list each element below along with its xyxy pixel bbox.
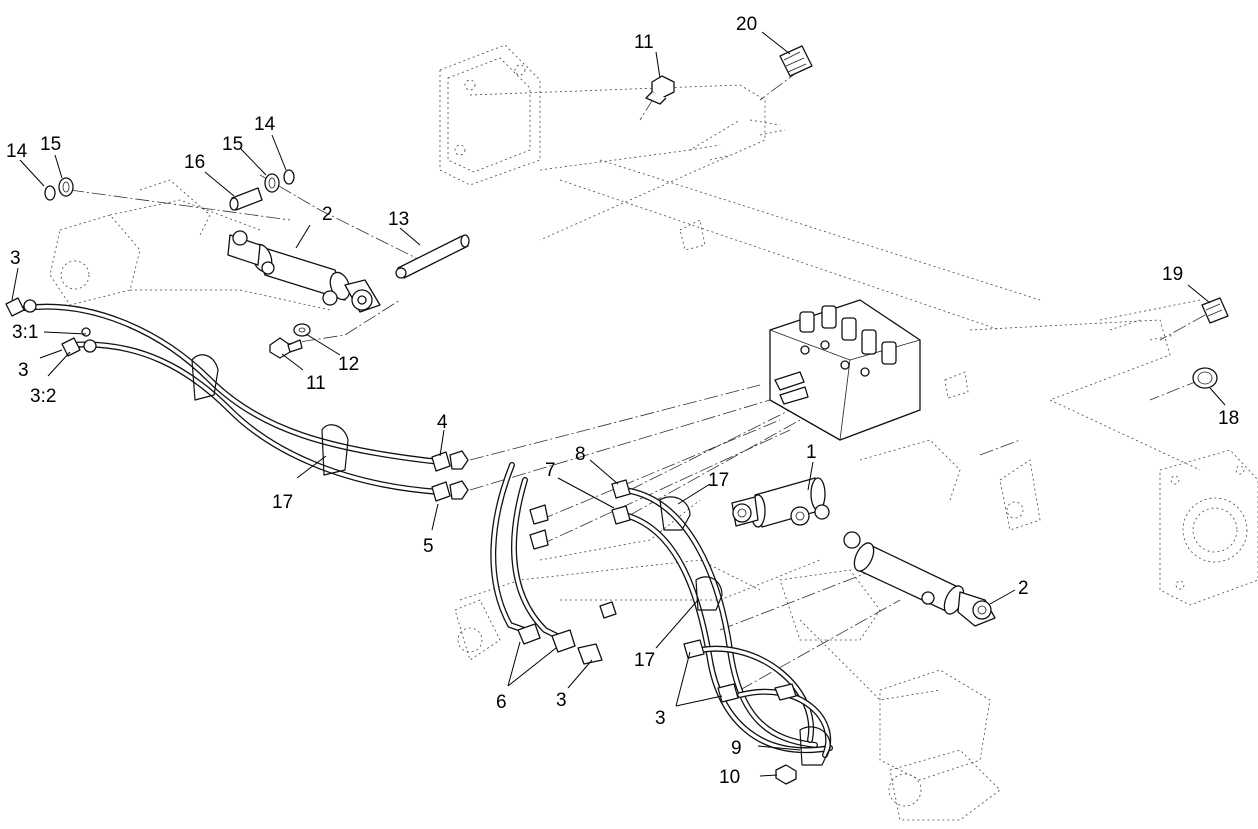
pin-rod bbox=[395, 234, 470, 279]
callout-6: 6 bbox=[496, 692, 507, 713]
hydraulic-cylinder-upper bbox=[227, 230, 381, 313]
callout-4: 4 bbox=[437, 412, 448, 433]
callout-13: 13 bbox=[388, 209, 409, 230]
bolt-washer-left bbox=[269, 323, 311, 359]
callout-19: 19 bbox=[1162, 264, 1183, 285]
callout-15-right: 15 bbox=[222, 134, 243, 155]
callout-11-top: 11 bbox=[634, 32, 654, 53]
assembly-center-lines bbox=[69, 69, 1206, 691]
callout-3-mid-left: 3 bbox=[18, 360, 29, 381]
callout-9: 9 bbox=[731, 738, 742, 759]
hose-pair-left bbox=[5, 297, 469, 502]
hydraulic-cylinder-lower bbox=[843, 531, 996, 627]
callout-17-left: 17 bbox=[272, 492, 293, 513]
callout-1: 1 bbox=[806, 442, 817, 463]
hose-pair-center bbox=[490, 462, 617, 665]
callout-7: 7 bbox=[545, 460, 556, 481]
callout-3-center: 3 bbox=[556, 690, 567, 711]
callout-18: 18 bbox=[1218, 408, 1239, 429]
callout-17-center: 17 bbox=[708, 470, 729, 491]
callout-3-2: 3:2 bbox=[30, 386, 56, 407]
bolt-top bbox=[645, 75, 675, 105]
end-caps bbox=[779, 45, 1229, 389]
callout-5: 5 bbox=[423, 536, 434, 557]
callout-leaders bbox=[11, 31, 1226, 777]
callout-17-lower: 17 bbox=[634, 650, 655, 671]
callout-labels: 1 2 2 3 3 3 3 3:1 3:2 4 5 6 7 8 9 10 11 … bbox=[6, 14, 1239, 788]
washer-bushing-set bbox=[44, 169, 295, 211]
callout-8: 8 bbox=[575, 444, 586, 465]
hydraulic-cylinder-center bbox=[731, 477, 830, 528]
callout-16: 16 bbox=[184, 152, 205, 173]
callout-14-right: 14 bbox=[254, 114, 276, 135]
callout-14-left: 14 bbox=[6, 141, 28, 162]
callout-3-top-left: 3 bbox=[10, 248, 21, 269]
hose-pair-right bbox=[611, 479, 833, 785]
callout-12: 12 bbox=[338, 354, 359, 375]
callout-2-upper: 2 bbox=[322, 204, 333, 225]
main-frame-outline bbox=[49, 44, 1258, 821]
callout-10: 10 bbox=[719, 767, 740, 788]
callout-3-1: 3:1 bbox=[12, 322, 38, 343]
callout-11-left: 11 bbox=[306, 373, 326, 394]
callout-20: 20 bbox=[736, 14, 757, 35]
hydraulic-valve-block bbox=[769, 299, 921, 441]
callout-15-left: 15 bbox=[40, 134, 61, 155]
callout-2-lower: 2 bbox=[1018, 578, 1029, 599]
callout-3-right: 3 bbox=[655, 708, 666, 729]
